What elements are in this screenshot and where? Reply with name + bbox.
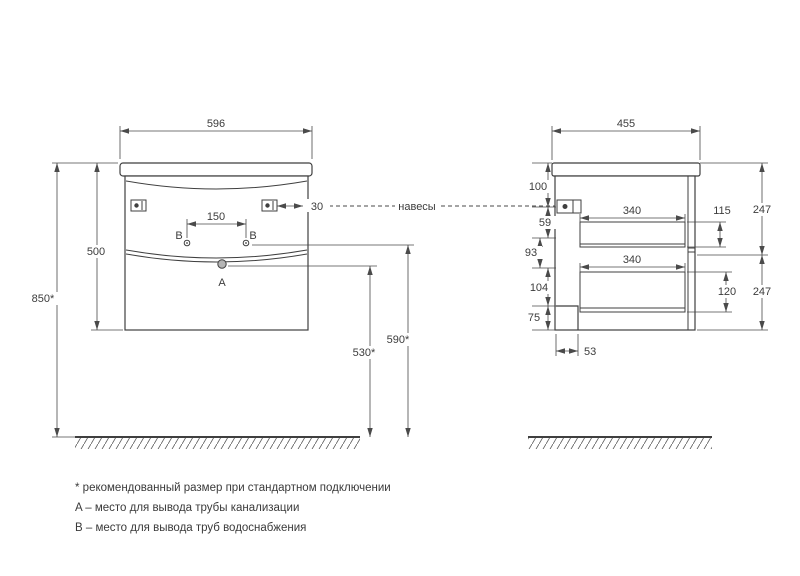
dim-247-top-bg — [748, 203, 777, 216]
dim-93-bg — [520, 246, 542, 259]
front-mid-drawer-curve-2 — [125, 253, 308, 263]
dim-75: 75 — [528, 312, 540, 324]
drain-height-bg — [347, 346, 383, 359]
dim-59: 59 — [539, 217, 551, 229]
front-top-drawer-curve — [125, 180, 308, 190]
water-height-bg — [380, 333, 417, 346]
drawer-depth-top-dim: 340 — [623, 205, 641, 217]
hanger-offset-text-bg — [304, 199, 330, 212]
vanity-installation-drawing: B B A 30 навесы 596 850* 500 150 — [26, 118, 777, 449]
dim-104-bg — [525, 281, 552, 294]
dim-93: 93 — [525, 247, 537, 259]
side-depth-dim: 455 — [617, 118, 635, 130]
dim-120: 120 — [718, 286, 736, 298]
hangers-label: навесы — [398, 201, 436, 213]
wall-hanger-right — [261, 199, 278, 212]
front-width-dim: 596 — [207, 118, 225, 130]
mount-height-bg — [26, 292, 60, 305]
footnotes: * рекомендованный размер при стандартном… — [75, 478, 391, 538]
footnote-b-water: B – место для вывода труб водоснабжения — [75, 522, 307, 534]
label-b-left: B — [175, 230, 182, 242]
dim-100: 100 — [529, 181, 547, 193]
dim-75-bg — [523, 311, 545, 324]
body-height-bg — [82, 245, 111, 258]
dim-53: 53 — [584, 346, 596, 358]
dim-247-bottom-bg — [748, 285, 777, 298]
side-bottom-drawer — [579, 271, 686, 313]
dim-247-top: 247 — [753, 204, 771, 216]
dim-247-bottom: 247 — [753, 286, 771, 298]
side-top-drawer — [579, 221, 686, 248]
wall-hanger-left — [130, 199, 147, 212]
label-a: A — [218, 277, 226, 289]
hangers-label-bg — [395, 198, 439, 213]
wall-hanger-side — [556, 199, 582, 214]
side-countertop — [551, 162, 701, 177]
drawer-depth-bottom-dim: 340 — [623, 254, 641, 266]
front-mid-drawer-curve-1 — [125, 249, 308, 259]
front-countertop — [119, 162, 313, 177]
footnote-a-drain: A – место для вывода трубы канализации — [75, 502, 300, 514]
outlet-spacing-dim: 150 — [207, 211, 225, 223]
drain-outlet-a — [217, 259, 227, 269]
front-cabinet-body — [124, 175, 309, 331]
floor-front — [75, 436, 360, 449]
siphon-recess-step — [556, 305, 579, 330]
dim-115: 115 — [713, 205, 731, 217]
water-outlet-b-right — [242, 239, 250, 247]
mount-height-dim: 850* — [32, 293, 55, 305]
floor-side — [528, 436, 712, 449]
hanger-offset-dim: 30 — [311, 201, 323, 213]
dim-104: 104 — [530, 282, 548, 294]
dim-100-bg — [524, 180, 551, 193]
dim-59-bg — [534, 216, 556, 229]
footnote-recommended-size: * рекомендованный размер при стандартном… — [75, 482, 391, 494]
drain-height-dim: 530* — [353, 347, 376, 359]
dim-120-bg — [714, 285, 739, 298]
body-height-dim: 500 — [87, 246, 105, 258]
label-b-right: B — [249, 230, 256, 242]
front-view — [119, 162, 313, 331]
water-outlet-b-left — [183, 239, 191, 247]
water-height-dim: 590* — [387, 334, 410, 346]
side-view — [551, 162, 701, 331]
